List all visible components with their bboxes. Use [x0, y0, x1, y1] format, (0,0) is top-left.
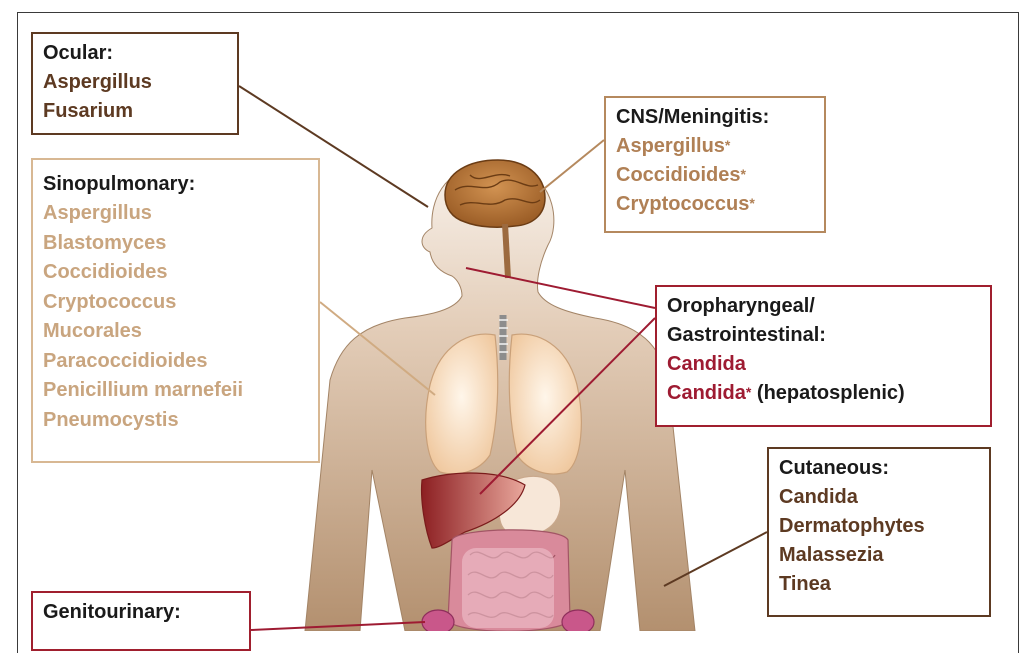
oropharyngeal-item: Candida* (hepatosplenic) — [667, 382, 905, 404]
cns-title: CNS/Meningitis: — [616, 106, 770, 128]
cutaneous-item: Malassezia — [779, 544, 884, 566]
cutaneous-item: Candida — [779, 486, 858, 508]
cns-item: Coccidioides* — [616, 164, 746, 186]
sinopulmonary-item: Blastomyces — [43, 231, 167, 254]
sinopulmonary-title: Sinopulmonary: — [43, 173, 196, 195]
anatomy-figure — [238, 85, 768, 631]
oropharyngeal-title: Oropharyngeal/ — [667, 295, 815, 317]
leader-cns — [539, 139, 605, 193]
liver — [420, 472, 526, 549]
ocular-title: Ocular: — [43, 42, 114, 64]
cns-item: Cryptococcus* — [616, 193, 755, 215]
left-lung — [425, 333, 499, 475]
sinopulmonary-item: Coccidioides — [43, 261, 168, 283]
sinopulmonary-box: Sinopulmonary: Aspergillus Blastomyces C… — [31, 158, 320, 463]
leader-ocular — [238, 85, 429, 208]
cns-box: CNS/Meningitis: Aspergillus* Coccidioide… — [604, 96, 826, 233]
ocular-box: Ocular: Aspergillus Fusarium — [31, 32, 239, 135]
leader-sino — [319, 301, 436, 396]
cutaneous-box: Cutaneous: Candida Dermatophytes Malasse… — [767, 447, 991, 617]
sinopulmonary-item: Penicillium marnefeii — [43, 379, 244, 401]
gastrointestinal-title: Gastrointestinal: — [667, 324, 826, 346]
sinopulmonary-item: Paracoccidioides — [43, 349, 208, 372]
sinopulmonary-item: Pneumocystis — [43, 408, 179, 431]
figure-frame — [17, 12, 1019, 653]
ocular-item: Fusarium — [43, 100, 134, 122]
brain — [444, 159, 546, 228]
right-lung — [508, 333, 582, 475]
sinopulmonary-item: Aspergillus — [43, 202, 152, 224]
cutaneous-item: Dermatophytes — [779, 515, 925, 537]
cns-item: Aspergillus* — [616, 135, 731, 157]
sinopulmonary-item: Cryptococcus — [43, 290, 177, 313]
genitourinary-box: Genitourinary: — [31, 591, 251, 651]
oropharyngeal-box: Oropharyngeal/ Gastrointestinal: Candida… — [655, 285, 992, 427]
leader-genitourinary — [250, 621, 426, 631]
oropharyngeal-item: Candida — [667, 353, 746, 375]
leader-oro-mouth — [465, 267, 656, 309]
leader-cutaneous — [663, 531, 768, 587]
cutaneous-item: Tinea — [779, 573, 831, 595]
body-silhouette — [304, 165, 696, 631]
cutaneous-title: Cutaneous: — [779, 457, 889, 479]
leader-oro-liver — [479, 317, 656, 495]
genitourinary-title: Genitourinary: — [43, 601, 181, 623]
ocular-item: Aspergillus — [43, 71, 152, 93]
sinopulmonary-item: Mucorales — [43, 320, 142, 342]
